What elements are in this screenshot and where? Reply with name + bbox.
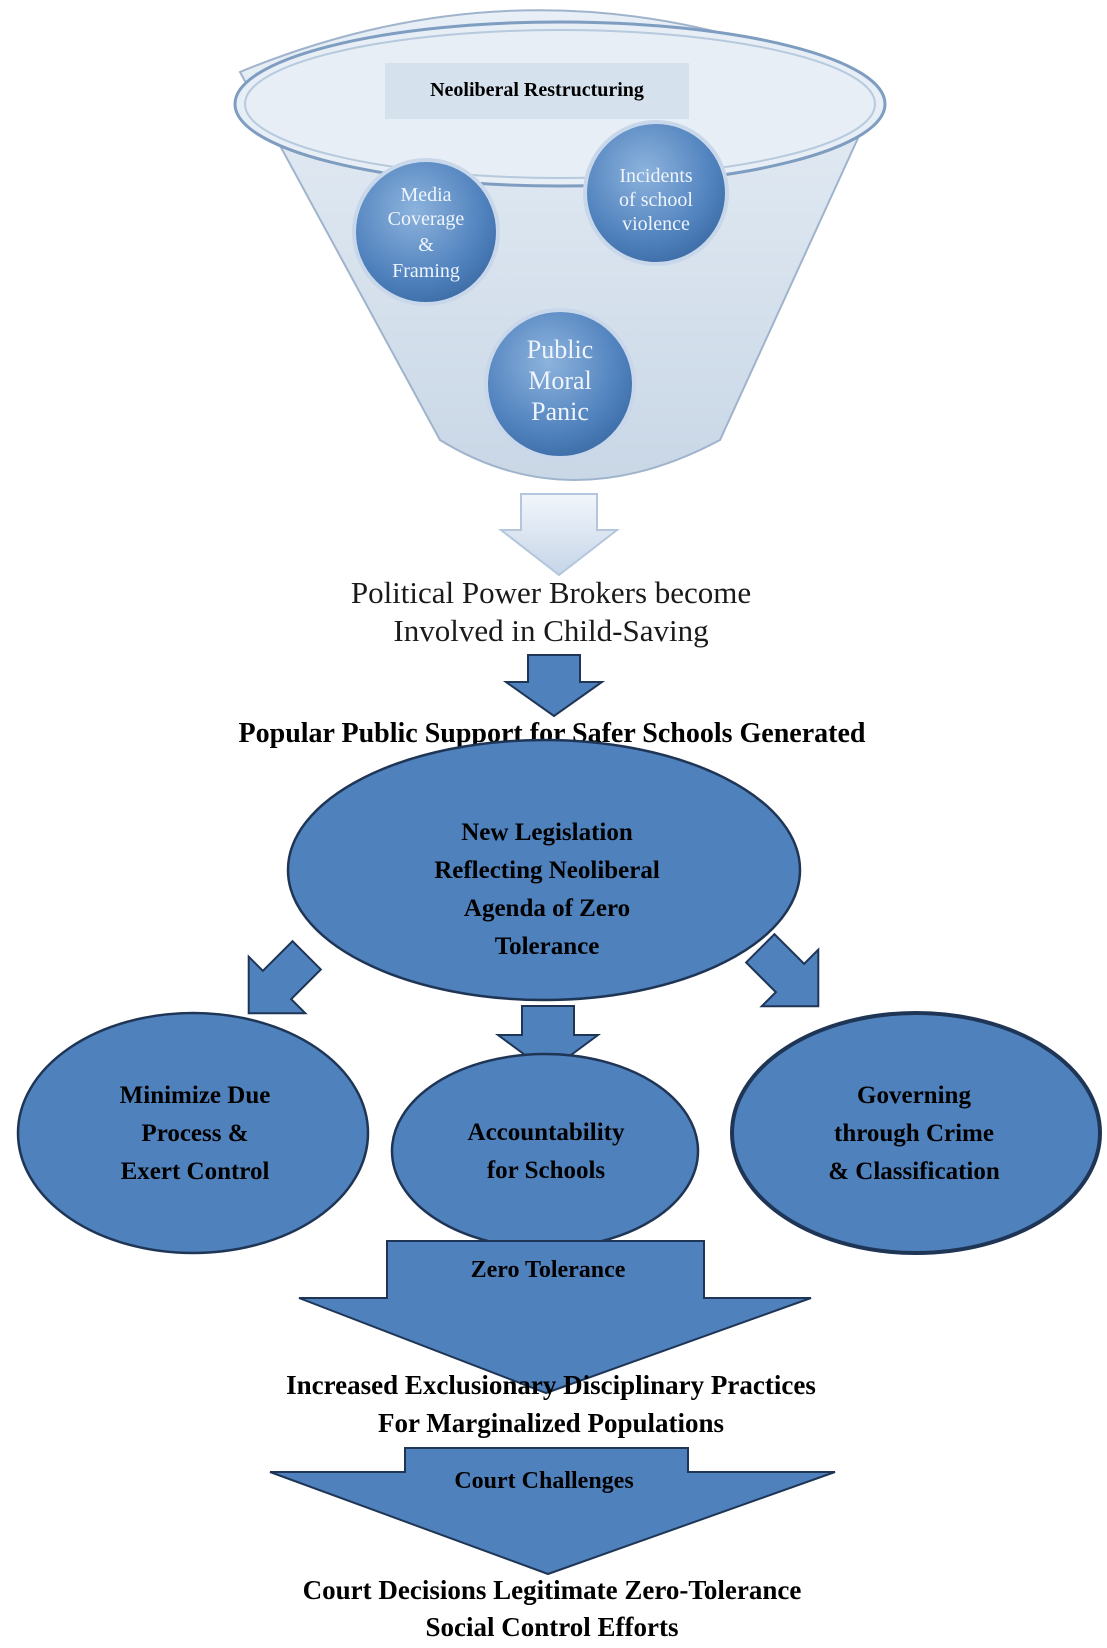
accountability-line-2: for Schools — [487, 1157, 606, 1184]
bubble-media-coverage: Media Coverage & Framing — [352, 158, 500, 306]
due-process-line-1: Minimize Due — [120, 1082, 271, 1109]
legislation-line-1: New Legislation — [461, 819, 633, 846]
outcome-accountability: Accountability for Schools — [390, 1052, 700, 1250]
diagonal-arrow-left — [247, 939, 323, 1015]
bubble-incidents-line-2: of school — [619, 189, 693, 211]
due-process-line-3: Exert Control — [121, 1158, 270, 1185]
governing-line-1: Governing — [857, 1082, 971, 1109]
accountability-line-1: Accountability — [468, 1119, 625, 1146]
down-arrow-center — [494, 1005, 602, 1074]
bubble-panic-line-3: Panic — [531, 397, 589, 426]
neoliberal-header-label: Neoliberal Restructuring — [430, 79, 644, 101]
court-decisions-line-2: Social Control Efforts — [426, 1612, 679, 1642]
zero-tolerance-label: Zero Tolerance — [471, 1257, 626, 1283]
down-arrow-2 — [502, 654, 606, 718]
legislation-ellipse: New Legislation Reflecting Neoliberal Ag… — [286, 738, 802, 1002]
bubble-public-moral-panic: Public Moral Panic — [484, 308, 636, 460]
power-brokers-line-1: Political Power Brokers become — [351, 575, 751, 610]
diagonal-arrow-right — [744, 932, 820, 1008]
governing-line-3: & Classification — [828, 1158, 1000, 1185]
power-brokers-line-2: Involved in Child-Saving — [393, 613, 708, 648]
bubble-incidents-line-3: violence — [622, 213, 690, 235]
legislation-line-2: Reflecting Neoliberal — [434, 857, 660, 884]
bubble-media-line-2: Coverage — [388, 208, 465, 230]
bubble-media-line-3: & — [418, 234, 434, 256]
neoliberal-header-box — [385, 63, 689, 119]
governing-line-2: through Crime — [834, 1120, 994, 1147]
bubble-media-line-1: Media — [400, 184, 451, 206]
funnel-rim-inner — [244, 29, 876, 179]
due-process-line-2: Process & — [141, 1120, 248, 1147]
bubble-panic-line-1: Public — [527, 335, 593, 364]
exclusionary-line-1: Increased Exclusionary Disciplinary Prac… — [286, 1370, 816, 1400]
court-challenges-arrow: Court Challenges — [269, 1447, 836, 1576]
funnel: Neoliberal Restructuring Media Coverage … — [233, 9, 887, 481]
bubble-incidents: Incidents of school violence — [583, 120, 729, 266]
legislation-line-3: Agenda of Zero — [464, 895, 630, 922]
bubble-media-line-4: Framing — [392, 260, 460, 282]
exclusionary-line-2: For Marginalized Populations — [378, 1408, 724, 1438]
zero-tolerance-arrow: Zero Tolerance — [298, 1240, 812, 1395]
legislation-line-4: Tolerance — [495, 933, 600, 960]
court-challenges-label: Court Challenges — [454, 1468, 633, 1494]
outcome-minimize-due-process: Minimize Due Process & Exert Control — [16, 1011, 370, 1255]
light-down-arrow — [498, 493, 620, 577]
outcome-governing: Governing through Crime & Classification — [730, 1011, 1102, 1255]
bubble-panic-line-2: Moral — [528, 366, 592, 395]
court-decisions-line-1: Court Decisions Legitimate Zero-Toleranc… — [303, 1575, 802, 1605]
bubble-incidents-line-1: Incidents — [619, 165, 693, 187]
